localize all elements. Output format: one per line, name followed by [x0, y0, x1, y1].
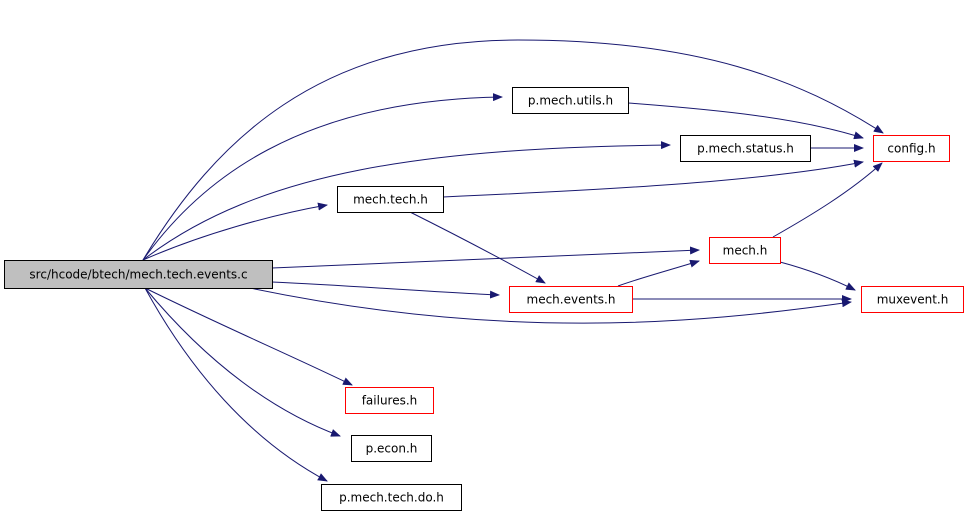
node-box-muxevent	[861, 286, 964, 313]
node-events[interactable]: mech.events.h	[509, 286, 633, 313]
node-box-config	[873, 135, 950, 162]
node-root[interactable]: src/hcode/btech/mech.tech.events.c	[4, 260, 273, 289]
node-label-status: p.mech.status.h	[697, 142, 794, 156]
edge-utils-to-config	[627, 102, 864, 140]
edge-root-to-mechh	[271, 246, 700, 269]
node-mechh[interactable]: mech.h	[709, 237, 781, 264]
node-label-mechh: mech.h	[723, 244, 768, 258]
node-label-failures: failures.h	[362, 394, 418, 408]
edge-events-to-mechh	[617, 259, 700, 287]
edge-techh-to-config	[442, 159, 864, 198]
node-techdo[interactable]: p.mech.tech.do.h	[321, 484, 462, 511]
edge-root-to-events	[271, 281, 500, 299]
edge-root-to-failures	[144, 287, 353, 386]
nodes-layer: src/hcode/btech/mech.tech.events.c p.mech…	[4, 87, 964, 511]
node-techh[interactable]: mech.tech.h	[337, 186, 444, 213]
node-label-muxevent: muxevent.h	[877, 293, 949, 307]
node-label-techh: mech.tech.h	[353, 193, 428, 207]
node-config[interactable]: config.h	[873, 135, 950, 162]
node-status[interactable]: p.mech.status.h	[680, 135, 811, 162]
edge-root-to-status	[142, 141, 671, 261]
edge-root-to-config	[142, 39, 884, 261]
edge-root-to-econ	[144, 287, 341, 437]
node-label-root: src/hcode/btech/mech.tech.events.c	[29, 268, 247, 282]
edge-root-to-muxevent	[249, 287, 852, 324]
edge-root-to-utils	[142, 93, 503, 261]
node-box-techdo	[321, 484, 462, 511]
node-label-techdo: p.mech.tech.do.h	[339, 491, 444, 505]
node-box-mechh	[709, 237, 781, 264]
node-label-utils: p.mech.utils.h	[528, 94, 613, 108]
node-failures[interactable]: failures.h	[345, 387, 434, 414]
node-label-events: mech.events.h	[527, 293, 616, 307]
node-utils[interactable]: p.mech.utils.h	[512, 87, 629, 114]
edge-mechh-to-muxevent	[779, 261, 856, 291]
edge-techh-to-events	[409, 211, 546, 284]
edge-root-to-techdo	[144, 287, 328, 482]
node-box-events	[509, 286, 633, 313]
edge-root-to-techh	[142, 202, 328, 261]
node-label-econ: p.econ.h	[366, 442, 418, 456]
node-econ[interactable]: p.econ.h	[351, 435, 432, 462]
node-muxevent[interactable]: muxevent.h	[861, 286, 964, 313]
node-box-failures	[345, 387, 434, 414]
edge-mechh-to-config	[772, 162, 883, 238]
node-label-config: config.h	[887, 142, 935, 156]
node-box-status	[680, 135, 811, 162]
node-box-utils	[512, 87, 629, 114]
node-box-econ	[351, 435, 432, 462]
node-box-root	[4, 260, 273, 289]
node-box-techh	[337, 186, 444, 213]
